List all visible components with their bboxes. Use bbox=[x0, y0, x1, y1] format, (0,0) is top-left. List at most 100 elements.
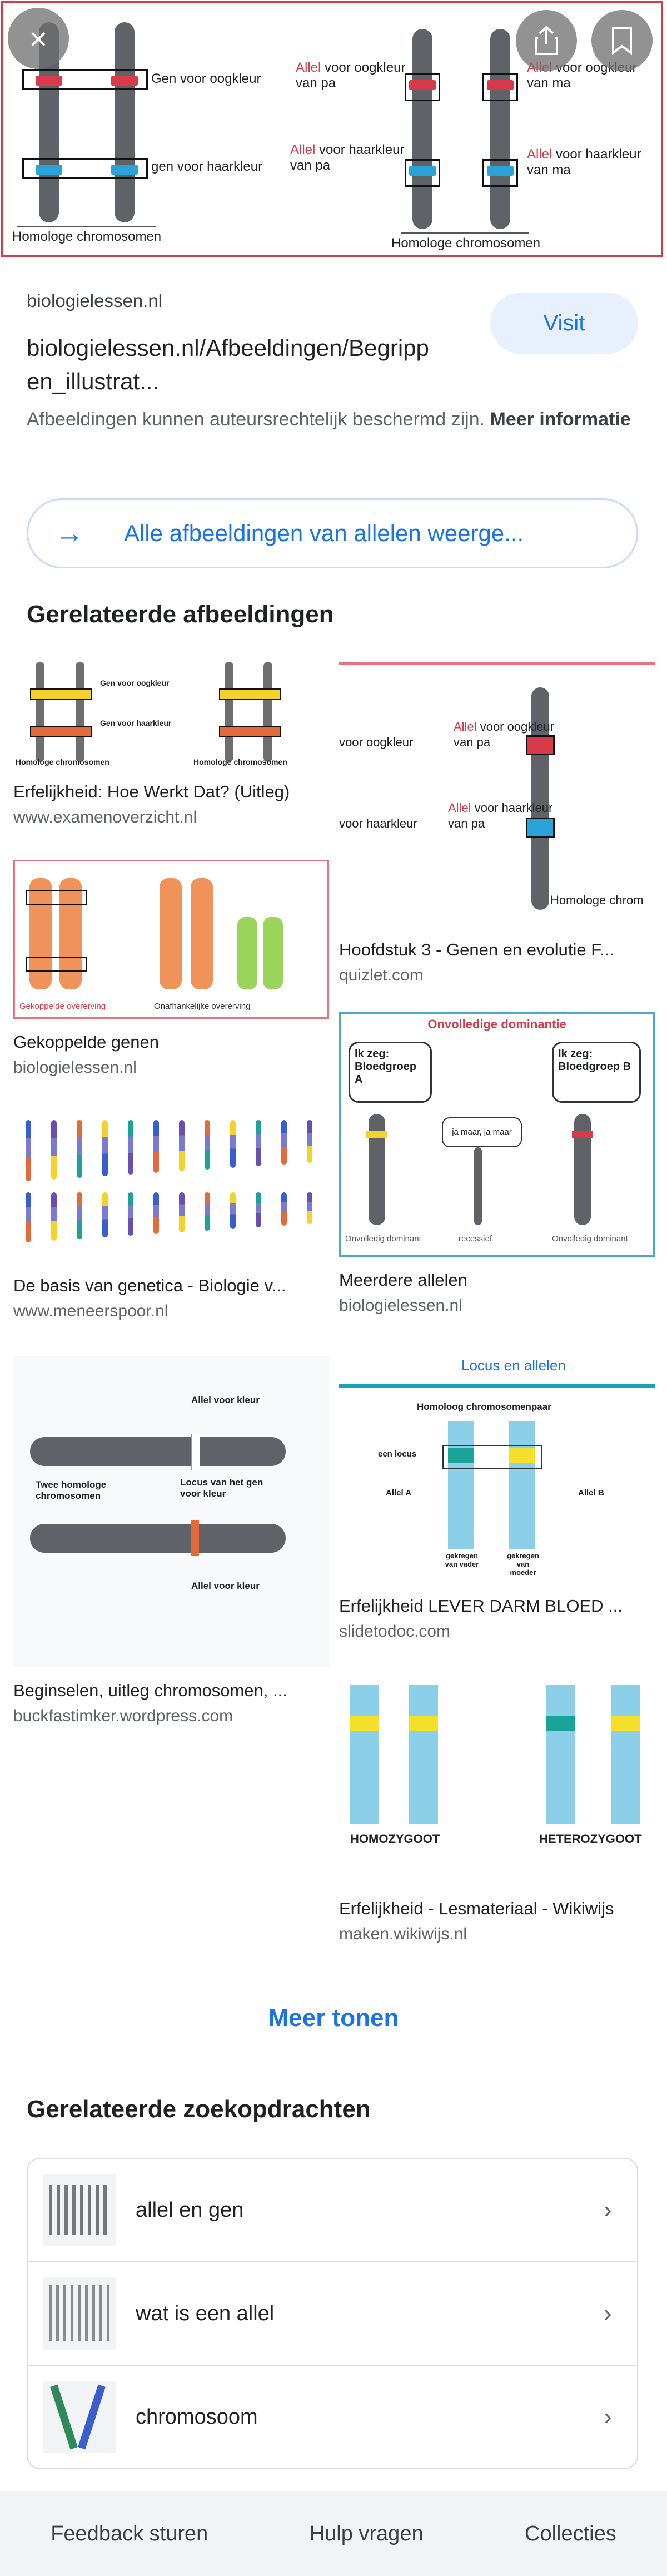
chromosome-glyph bbox=[256, 1120, 261, 1166]
card-title: Hoofdstuk 3 - Genen en evolutie F... bbox=[339, 940, 614, 959]
hero-image[interactable]: Gen voor oogkleur gen voor haarkleur Hom… bbox=[0, 0, 667, 261]
card-thumbnail: Locus en allelen Homoloog chromosomenpaa… bbox=[339, 1349, 655, 1583]
chromosome-glyph bbox=[51, 1120, 57, 1180]
allele-box bbox=[405, 159, 440, 187]
collections-link[interactable]: Collecties bbox=[525, 2521, 616, 2545]
card-title: Erfelijkheid - Lesmateriaal - Wikiwijs bbox=[339, 1899, 614, 1918]
related-search-item[interactable]: allel en gen › bbox=[28, 2159, 637, 2262]
hero-label: Allel voor haarkleur bbox=[527, 147, 641, 162]
related-search-item[interactable]: wat is een allel › bbox=[28, 2262, 637, 2366]
card-source: biologielessen.nl bbox=[339, 1296, 462, 1315]
source-site[interactable]: biologielessen.nl bbox=[27, 290, 163, 311]
card-thumbnail: Allel voor oogkleur van pa Allel voor ha… bbox=[339, 660, 655, 927]
visit-button[interactable]: Visit bbox=[490, 293, 638, 354]
card-title: Meerdere allelen bbox=[339, 1270, 467, 1290]
chromosome-glyph bbox=[51, 1192, 57, 1241]
image-card[interactable]: De basis van genetica - Biologie v... ww… bbox=[13, 1109, 329, 1322]
card-title: De basis van genetica - Biologie v... bbox=[13, 1276, 286, 1295]
chromosome-glyph bbox=[281, 1192, 287, 1226]
bookmark-icon bbox=[612, 27, 632, 55]
show-more-button[interactable]: Meer tonen bbox=[268, 2004, 399, 2032]
card-source: www.examenoverzicht.nl bbox=[13, 808, 197, 826]
chromosome-glyph bbox=[230, 1192, 236, 1229]
related-images-title: Gerelateerde afbeeldingen bbox=[27, 601, 334, 628]
card-title: Erfelijkheid: Hoe Werkt Dat? (Uitleg) bbox=[13, 782, 290, 801]
hero-caption: Homologe chromosomen bbox=[12, 229, 162, 244]
hero-label: Allel voor haarkleur bbox=[290, 142, 405, 157]
share-icon bbox=[535, 26, 558, 55]
share-button[interactable] bbox=[516, 10, 577, 71]
bookmark-button[interactable] bbox=[591, 10, 653, 71]
chromosome-glyph bbox=[102, 1120, 108, 1176]
allele-box bbox=[482, 73, 518, 101]
card-title: Erfelijkheid LEVER DARM BLOED ... bbox=[339, 1596, 623, 1616]
chromosome-right-1 bbox=[409, 29, 436, 229]
close-button[interactable]: × bbox=[8, 8, 69, 69]
chevron-right-icon: › bbox=[604, 2403, 612, 2430]
hero-label: van ma bbox=[527, 162, 571, 177]
allele-box bbox=[405, 73, 440, 101]
card-source: slidetodoc.com bbox=[339, 1622, 451, 1641]
chromosome-glyph bbox=[128, 1120, 133, 1175]
related-search-item[interactable]: chromosoom › bbox=[28, 2366, 637, 2468]
chromosome-glyph bbox=[26, 1192, 31, 1242]
chromosome-glyph bbox=[230, 1120, 236, 1168]
close-icon: × bbox=[29, 21, 48, 56]
card-thumbnail bbox=[13, 1109, 329, 1262]
card-source: maken.wikiwijs.nl bbox=[339, 1925, 467, 1943]
hero-label: Allel voor oogkleur bbox=[296, 60, 406, 75]
related-search-thumbnail bbox=[43, 2381, 116, 2453]
chromosome-glyph bbox=[307, 1192, 312, 1224]
chromosome-glyph bbox=[128, 1192, 133, 1236]
image-card[interactable]: Allel voor kleur Twee homologe chromosom… bbox=[13, 1356, 329, 1727]
card-source: www.meneerspoor.nl bbox=[13, 1302, 168, 1320]
hero-label: van pa bbox=[290, 158, 331, 173]
locus-box bbox=[22, 69, 148, 90]
card-thumbnail: Gen voor oogkleur Gen voor haarkleur Hom… bbox=[13, 660, 329, 769]
help-link[interactable]: Hulp vragen bbox=[309, 2521, 424, 2545]
arrow-right-icon: → bbox=[55, 517, 84, 549]
more-info-link[interactable]: Meer informatie bbox=[490, 409, 631, 430]
card-source: buckfastimker.wordpress.com bbox=[13, 1707, 233, 1725]
chromosome-glyph bbox=[205, 1192, 210, 1231]
related-search-thumbnail bbox=[43, 2174, 116, 2246]
chromosome-glyph bbox=[281, 1120, 287, 1165]
allele-box bbox=[482, 159, 518, 187]
card-thumbnail: Onvolledige dominantie Ik zeg:Bloedgroep… bbox=[339, 1012, 655, 1257]
image-card[interactable]: Allel voor oogkleur van pa Allel voor ha… bbox=[339, 660, 655, 987]
chromosome-left-2 bbox=[111, 22, 138, 222]
chromosome-glyph bbox=[307, 1120, 312, 1163]
locus-box bbox=[22, 158, 148, 179]
chromosome-glyph bbox=[179, 1192, 185, 1232]
related-search-thumbnail bbox=[43, 2277, 116, 2350]
related-searches-title: Gerelateerde zoekopdrachten bbox=[27, 2096, 371, 2123]
chromosome-glyph bbox=[77, 1192, 82, 1239]
hero-frame bbox=[1, 1, 663, 257]
hero-label: van ma bbox=[527, 76, 571, 91]
hero-caption: Homologe chromosomen bbox=[391, 236, 541, 251]
chromosome-glyph bbox=[256, 1192, 261, 1227]
image-card[interactable]: HOMOZYGOOT HETEROZYGOOT Erfelijkheid - L… bbox=[339, 1674, 655, 1945]
chromosome-right-2 bbox=[487, 29, 514, 229]
hero-label: van pa bbox=[296, 76, 336, 91]
image-card[interactable]: Locus en allelen Homoloog chromosomenpaa… bbox=[339, 1349, 655, 1643]
chromosome-glyph bbox=[26, 1120, 31, 1181]
chevron-right-icon: › bbox=[604, 2300, 612, 2327]
card-source: quizlet.com bbox=[339, 966, 424, 984]
image-card[interactable]: Gen voor oogkleur Gen voor haarkleur Hom… bbox=[13, 660, 329, 829]
card-title: Gekoppelde genen bbox=[13, 1032, 160, 1052]
all-images-button[interactable]: → Alle afbeeldingen van allelen weerge..… bbox=[27, 498, 638, 568]
source-url[interactable]: biologielessen.nl/Afbeeldingen/Begripp e… bbox=[27, 335, 429, 394]
copyright-notice: Afbeeldingen kunnen auteursrechtelijk be… bbox=[27, 409, 631, 430]
chromosome-glyph bbox=[102, 1192, 108, 1237]
card-thumbnail: Gekoppelde overerving Onafhankelijke ove… bbox=[13, 860, 329, 1019]
hero-label: gen voor haarkleur bbox=[151, 159, 263, 174]
bottom-bar: Feedback sturen Hulp vragen Collecties bbox=[0, 2491, 667, 2576]
card-thumbnail: HOMOZYGOOT HETEROZYGOOT bbox=[339, 1674, 655, 1885]
image-card[interactable]: Onvolledige dominantie Ik zeg:Bloedgroep… bbox=[339, 1012, 655, 1317]
related-searches-list: allel en gen › wat is een allel › chromo… bbox=[27, 2158, 638, 2469]
feedback-link[interactable]: Feedback sturen bbox=[51, 2521, 208, 2545]
card-source: biologielessen.nl bbox=[13, 1058, 137, 1077]
chromosome-glyph bbox=[153, 1120, 159, 1173]
image-card[interactable]: Gekoppelde overerving Onafhankelijke ove… bbox=[13, 860, 329, 1079]
